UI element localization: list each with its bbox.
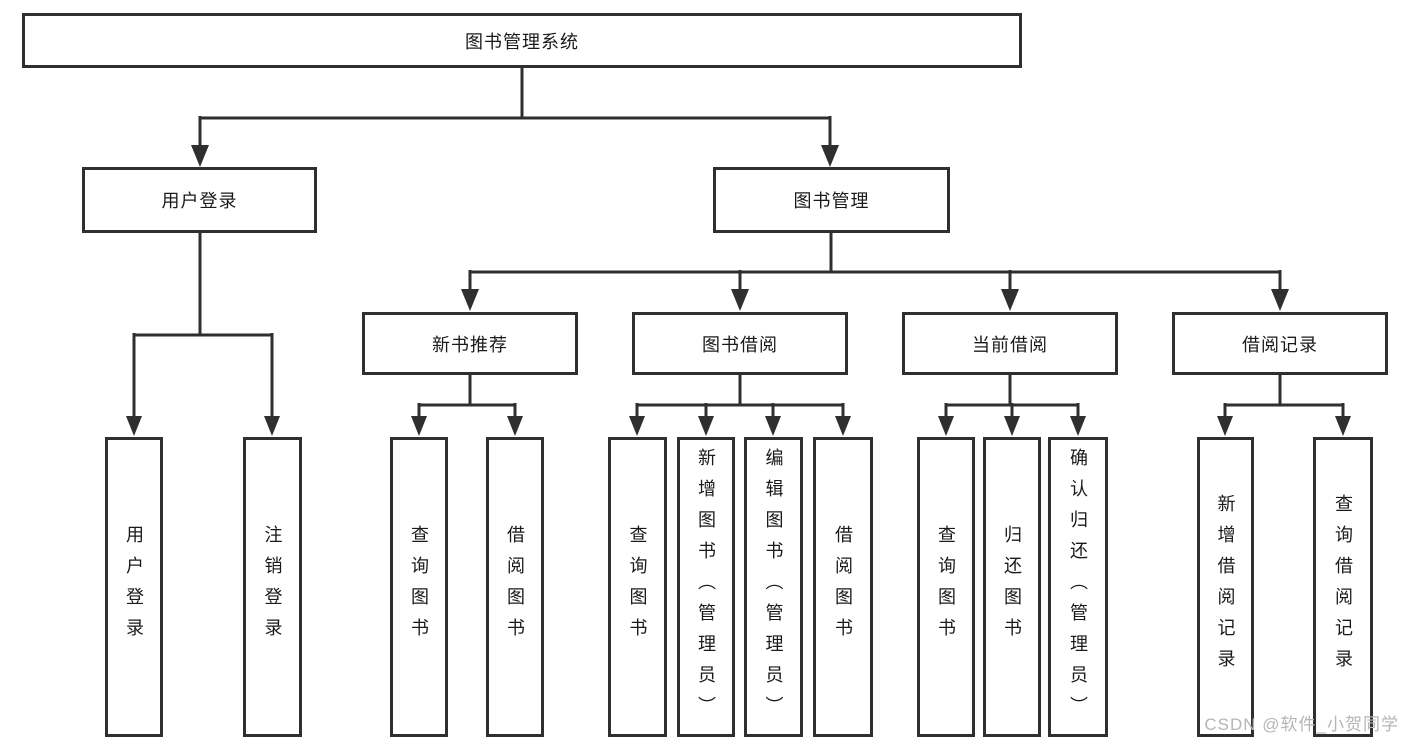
node-bb-borrow-books: 借阅图书 xyxy=(813,437,873,737)
node-label: 新书推荐 xyxy=(432,334,508,355)
node-label: 当前借阅 xyxy=(972,334,1048,355)
node-label: 图书管理系统 xyxy=(465,31,579,52)
node-user-login-branch: 用户登录 xyxy=(82,167,317,233)
node-borrowing-records: 借阅记录 xyxy=(1172,312,1388,375)
node-cb-query-books: 查询图书 xyxy=(917,437,975,737)
node-label: 查询借阅记录 xyxy=(1333,494,1353,680)
node-label: 新增图书（管理员） xyxy=(696,447,716,727)
node-bb-add-books-admin: 新增图书（管理员） xyxy=(677,437,735,737)
watermark: CSDN @软件_小贺同学 xyxy=(1204,715,1399,734)
node-label: 新增借阅记录 xyxy=(1215,494,1236,680)
node-bb-edit-books-admin: 编辑图书（管理员） xyxy=(744,437,803,737)
node-label: 用户登录 xyxy=(124,525,144,649)
node-label: 借阅图书 xyxy=(833,525,853,649)
node-book-management: 图书管理 xyxy=(713,167,950,233)
node-current-borrowing: 当前借阅 xyxy=(902,312,1118,375)
node-label: 借阅记录 xyxy=(1242,334,1318,355)
node-label: 查询图书 xyxy=(409,525,429,649)
node-label: 确认归还（管理员） xyxy=(1068,447,1088,727)
node-logout-login: 注销登录 xyxy=(243,437,302,737)
node-label: 归还图书 xyxy=(1002,525,1022,649)
node-br-add-record: 新增借阅记录 xyxy=(1197,437,1254,737)
node-new-book-recommendation: 新书推荐 xyxy=(362,312,578,375)
node-label: 查询图书 xyxy=(627,525,648,649)
node-nb-query-books: 查询图书 xyxy=(390,437,448,737)
node-cb-confirm-return-admin: 确认归还（管理员） xyxy=(1048,437,1108,737)
node-book-borrowing: 图书借阅 xyxy=(632,312,848,375)
node-label: 查询图书 xyxy=(936,525,956,649)
node-label: 借阅图书 xyxy=(505,525,525,649)
node-label: 图书借阅 xyxy=(702,334,778,355)
node-label: 注销登录 xyxy=(262,525,283,649)
node-user-login: 用户登录 xyxy=(105,437,163,737)
node-nb-borrow-books: 借阅图书 xyxy=(486,437,544,737)
node-label: 编辑图书（管理员） xyxy=(763,447,784,727)
node-bb-query-books: 查询图书 xyxy=(608,437,667,737)
node-label: 图书管理 xyxy=(793,191,870,211)
node-br-query-record: 查询借阅记录 xyxy=(1313,437,1373,737)
node-library-management-system: 图书管理系统 xyxy=(22,13,1022,68)
node-cb-return-books: 归还图书 xyxy=(983,437,1041,737)
node-label: 用户登录 xyxy=(161,191,238,211)
